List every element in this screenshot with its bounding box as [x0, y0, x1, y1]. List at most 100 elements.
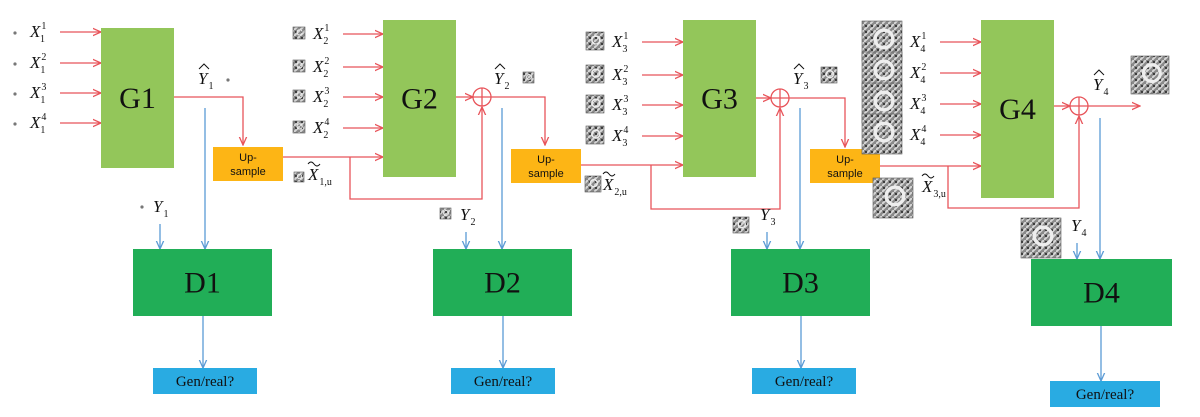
real-target-4: Y4	[1071, 216, 1086, 239]
upsample-3-label-1: Up-	[836, 154, 854, 166]
discriminator-4-box	[1031, 259, 1172, 326]
gen-real-output-2: Gen/real?	[451, 368, 555, 394]
image-patch-icon-fill	[439, 207, 452, 220]
generated-output-4-hat	[1093, 69, 1105, 76]
input-dot-icon	[13, 92, 17, 96]
gen-real-output-4-label: Gen/real?	[1076, 387, 1135, 403]
upsample-2: Up-sample	[511, 149, 581, 183]
image-patch-icon-shape	[873, 90, 895, 112]
generator-4-box	[981, 20, 1054, 198]
discriminator-4-label: D4	[1083, 277, 1120, 310]
upsampled-1: X1,u	[307, 165, 332, 188]
upsampled-2: X2,u	[602, 175, 627, 198]
gen-real-output-1-box	[153, 368, 257, 394]
image-patch-icon-shape	[296, 62, 303, 69]
image-patch-icon-fill	[292, 89, 306, 103]
gen-real-output-3-label: Gen/real?	[775, 374, 834, 390]
image-patch-icon-fill	[732, 216, 750, 234]
image-patch-icon-fill	[293, 171, 305, 183]
upsample-3-label-2: sample	[827, 168, 862, 180]
gen-real-output-1-label: Gen/real?	[176, 374, 235, 390]
image-patch-icon-shape	[873, 28, 895, 50]
image-patch-icon	[872, 177, 914, 219]
image-patch-icon-shape	[296, 173, 303, 180]
discriminator-4: D4	[1031, 259, 1172, 326]
generated-output-3: Y3	[793, 69, 808, 92]
image-patch-icon-fill	[584, 175, 602, 193]
output-dot-icon	[226, 78, 230, 82]
generator-2-label: G2	[401, 83, 438, 116]
gen-real-output-3-box	[752, 368, 856, 394]
image-patch-icon-fill	[585, 125, 605, 145]
image-patch-icon-shape	[296, 123, 303, 130]
image-patch-icon-fill	[820, 66, 838, 84]
sum-node-2	[472, 87, 492, 107]
generator-3: G3	[683, 20, 756, 177]
generated-output-2-hat	[494, 63, 506, 70]
image-patch-icon-shape	[296, 92, 303, 99]
upsample-2-box	[511, 149, 581, 183]
discriminator-1-box	[133, 249, 272, 316]
generated-output-1-hat	[198, 63, 210, 70]
image-patch-icon-shape	[873, 59, 895, 81]
generator-2-box	[383, 20, 456, 177]
image-patch-icon-shape	[591, 35, 601, 45]
image-patch-icon-shape	[591, 129, 601, 139]
upsample-3-box	[810, 149, 880, 183]
sum-node-4	[1069, 96, 1089, 116]
upsample-1-label-2: sample	[230, 166, 265, 178]
generated-output-3-hat	[793, 63, 805, 70]
image-patch-icon	[820, 66, 838, 84]
image-patch-icon	[585, 94, 605, 114]
sum-node-3	[770, 88, 790, 108]
discriminator-2: D2	[433, 249, 572, 316]
image-patch-icon-fill	[292, 59, 306, 73]
upsample-2-label-2: sample	[528, 168, 563, 180]
image-patch-icon	[292, 26, 306, 40]
upsample-1-box	[213, 147, 283, 181]
gen-real-output-4-box	[1050, 381, 1160, 407]
upsampled-3-tilde	[921, 173, 935, 179]
target-dot-icon	[140, 205, 144, 209]
discriminator-2-label: D2	[484, 267, 521, 300]
generator-3-box	[683, 20, 756, 177]
image-patch-icon	[1130, 55, 1170, 95]
generated-output-1: Y1	[198, 69, 213, 92]
image-patch-icon-fill	[585, 94, 605, 114]
discriminator-3-label: D3	[782, 267, 819, 300]
gen-real-output-2-box	[451, 368, 555, 394]
generated-output-2: Y2	[494, 69, 509, 92]
image-patch-icon	[522, 71, 535, 84]
discriminator-1: D1	[133, 249, 272, 316]
image-patch-icon-shape	[825, 70, 834, 79]
upsample-1: Up-sample	[213, 147, 283, 181]
image-patch-icon-fill	[292, 26, 306, 40]
image-patch-icon	[861, 113, 903, 155]
gen-real-output-2-label: Gen/real?	[474, 374, 533, 390]
gen-real-output-1: Gen/real?	[153, 368, 257, 394]
image-patch-icon	[584, 175, 602, 193]
input-dot-icon	[13, 31, 17, 35]
image-patch-icon-shape	[873, 121, 895, 143]
real-target-1: Y1	[153, 197, 168, 220]
image-patch-icon-shape	[884, 185, 906, 207]
image-patch-icon	[585, 125, 605, 145]
discriminator-3: D3	[731, 249, 870, 316]
discriminator-1-label: D1	[184, 267, 221, 300]
image-patch-icon	[292, 89, 306, 103]
image-patch-icon-fill	[1130, 55, 1170, 95]
image-patch-icon-shape	[591, 68, 601, 78]
upsample-1-label-1: Up-	[239, 152, 257, 164]
